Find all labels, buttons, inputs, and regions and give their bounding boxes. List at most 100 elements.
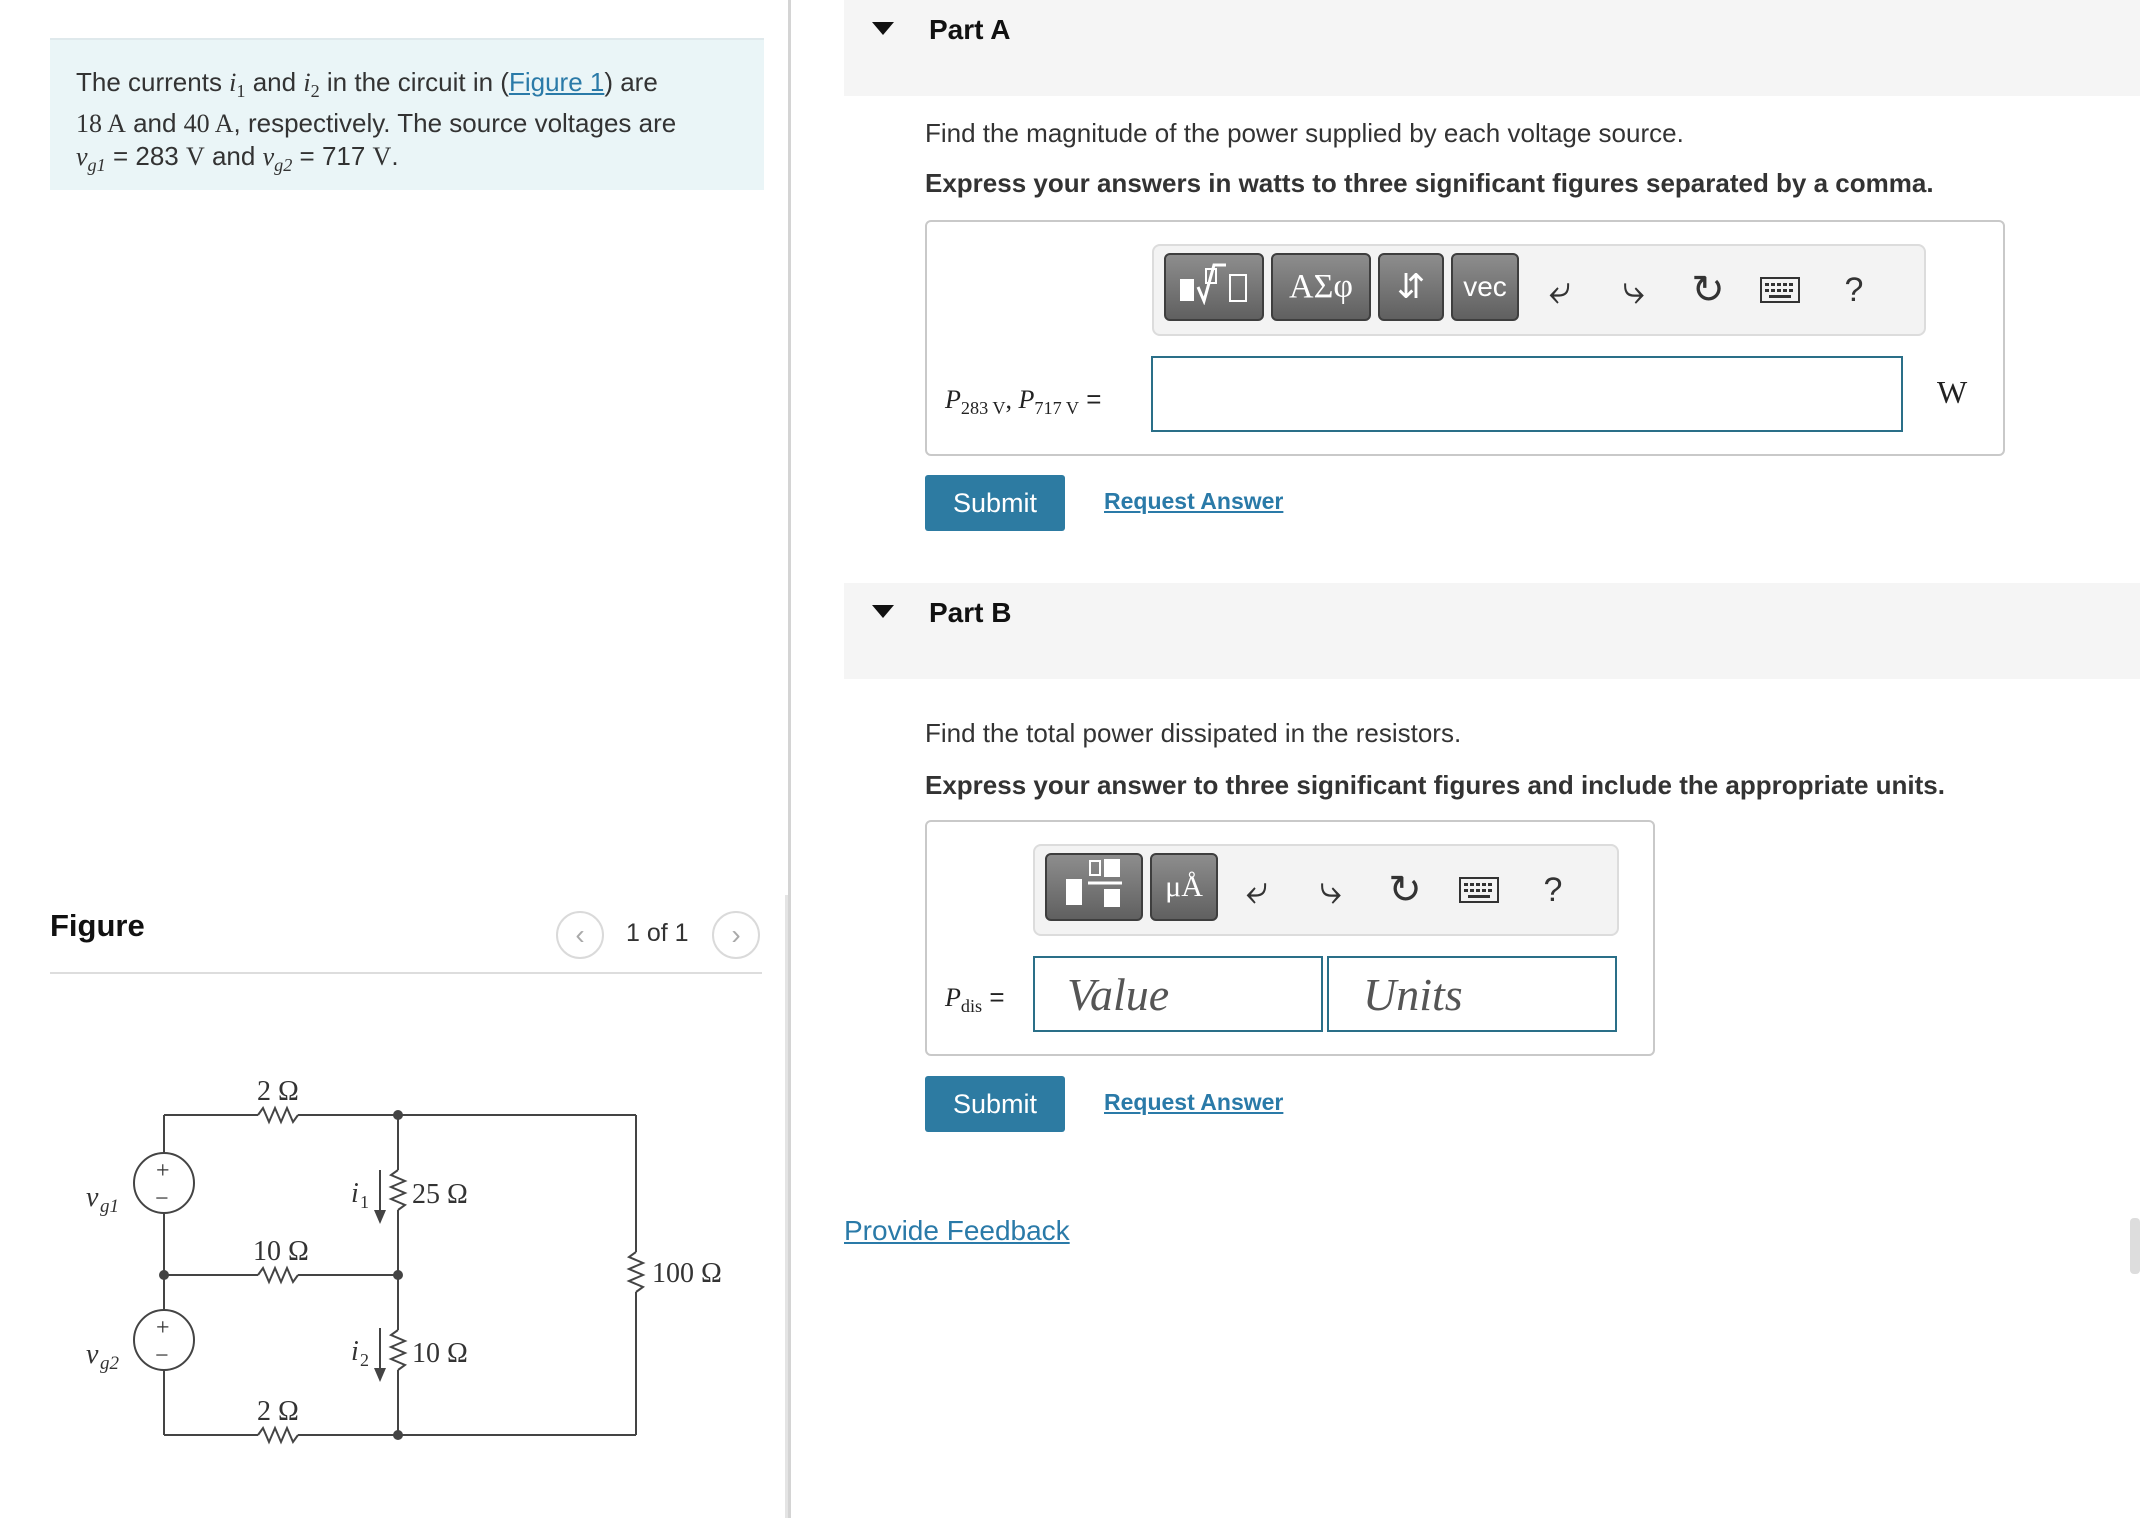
problem-pane: The currents i1 and i2 in the circuit in… — [0, 0, 788, 1518]
voltage-symbol: v — [262, 142, 275, 172]
undo-icon: ⤶ — [1548, 267, 1572, 312]
part-a-submit-button[interactable]: Submit — [925, 475, 1065, 531]
templates-radical-icon — [1174, 261, 1254, 314]
page-scrollbar-thumb[interactable] — [2130, 1218, 2140, 1274]
part-a-answer-label: P283 V, P717 V = — [945, 384, 1101, 419]
part-a-request-answer-link[interactable]: Request Answer — [1104, 488, 1284, 514]
equals-sign: = — [982, 982, 1005, 1012]
caret-down-icon — [872, 605, 894, 618]
current-value: 40 A — [183, 109, 234, 139]
source-label: v — [86, 1339, 99, 1370]
part-b-instruction: Express your answer to three significant… — [925, 770, 1945, 800]
current-label: i — [351, 1336, 359, 1367]
redo-button[interactable]: ⤷ — [1303, 846, 1359, 934]
resistor-label: 10 Ω — [253, 1236, 309, 1267]
units-button[interactable]: μÅ — [1150, 853, 1218, 921]
part-b-answer-label: Pdis = — [945, 982, 1005, 1017]
voltage-symbol: v — [76, 142, 88, 172]
current-label: i — [351, 1178, 359, 1209]
power-symbol: P — [945, 983, 961, 1012]
part-a-math-toolbar: ΑΣφ ⇵ vec ⤶ ⤷ ↻ ? — [1152, 244, 1926, 336]
help-button[interactable]: ? — [1543, 870, 1563, 909]
part-b-value-input[interactable]: Value — [1033, 956, 1323, 1032]
reset-icon: ↻ — [1691, 268, 1725, 312]
keyboard-icon — [1760, 268, 1800, 313]
source-plus: + — [156, 1158, 170, 1184]
power-subscript: 283 V — [960, 398, 1006, 419]
reset-icon: ↻ — [1388, 868, 1422, 912]
part-b-math-toolbar: μÅ ⤶ ⤷ ↻ ? — [1033, 844, 1619, 936]
source-minus: − — [155, 1343, 169, 1369]
part-a-answer-input[interactable] — [1151, 356, 1903, 432]
power-subscript: dis — [960, 996, 983, 1017]
fraction-template-button[interactable] — [1045, 853, 1143, 921]
voltage-value: = 283 — [105, 141, 186, 172]
source-minus: − — [155, 1186, 169, 1212]
source-label: v — [86, 1182, 99, 1213]
chevron-right-icon: › — [731, 919, 741, 950]
current-subscript: 1 — [360, 1192, 369, 1212]
pane-scrollbar[interactable] — [785, 895, 788, 1518]
problem-text: . — [391, 141, 399, 172]
undo-icon: ⤶ — [1245, 867, 1269, 912]
voltage-unit: V — [185, 142, 205, 172]
source-plus: + — [156, 1315, 170, 1341]
part-b-units-input[interactable]: Units — [1327, 956, 1617, 1032]
part-b-answer-box: μÅ ⤶ ⤷ ↻ ? Pdis = Value Units — [925, 820, 1655, 1056]
current-symbol: i — [303, 68, 311, 97]
pane-divider[interactable] — [788, 0, 791, 1518]
part-a-answer-box: ΑΣφ ⇵ vec ⤶ ⤷ ↻ ? P283 V, P717 V = W — [925, 220, 2005, 456]
resistor-label: 100 Ω — [652, 1258, 722, 1289]
source-subscript: g2 — [100, 1353, 120, 1374]
resistor-label: 10 Ω — [412, 1338, 468, 1369]
current-symbol: i — [229, 68, 237, 97]
problem-text: , respectively. The source voltages are — [233, 108, 677, 139]
part-a-instruction: Express your answers in watts to three s… — [925, 168, 1934, 198]
power-subscript: 717 V — [1034, 398, 1080, 419]
figure-heading: Figure — [50, 908, 145, 943]
redo-icon: ⤷ — [1319, 867, 1343, 912]
resistor-label: 25 Ω — [412, 1179, 468, 1210]
figure-link[interactable]: Figure 1 — [508, 67, 605, 97]
power-symbol: P — [945, 385, 961, 414]
help-button[interactable]: ? — [1844, 270, 1864, 309]
previous-figure-button[interactable]: ‹ — [556, 911, 604, 959]
current-subscript: 2 — [360, 1350, 369, 1370]
problem-text: and — [204, 141, 263, 172]
part-a-unit-label: W — [1937, 374, 1968, 410]
part-b-request-answer-link[interactable]: Request Answer — [1104, 1089, 1284, 1115]
reset-button[interactable]: ↻ — [1680, 246, 1736, 334]
problem-text: and — [125, 108, 184, 139]
voltage-unit: V — [372, 142, 392, 172]
label-separator: , — [1005, 385, 1019, 414]
problem-statement: The currents i1 and i2 in the circuit in… — [50, 38, 764, 190]
fraction-template-icon — [1062, 857, 1126, 918]
undo-button[interactable]: ⤶ — [1229, 846, 1285, 934]
current-subscript: 2 — [310, 81, 320, 102]
greek-symbols-button[interactable]: ΑΣφ — [1271, 253, 1371, 321]
part-b-header[interactable]: Part B — [844, 583, 2140, 679]
vector-button[interactable]: vec — [1451, 253, 1519, 321]
current-value: 18 A — [76, 109, 126, 139]
power-symbol: P — [1018, 385, 1035, 414]
redo-button[interactable]: ⤷ — [1606, 246, 1662, 334]
next-figure-button[interactable]: › — [712, 911, 760, 959]
voltage-subscript: g1 — [87, 155, 106, 176]
problem-text: and — [245, 67, 304, 97]
part-a-prompt: Find the magnitude of the power supplied… — [925, 118, 1684, 148]
arrows-button[interactable]: ⇵ — [1378, 253, 1444, 321]
voltage-subscript: g2 — [274, 155, 293, 176]
circuit-diagram: 2 Ω 10 Ω 2 Ω 25 Ω 10 Ω 100 Ω i 1 i 2 v g… — [86, 1076, 722, 1445]
current-subscript: 1 — [236, 81, 246, 102]
provide-feedback-link[interactable]: Provide Feedback — [844, 1215, 1070, 1246]
templates-button[interactable] — [1164, 253, 1264, 321]
reset-button[interactable]: ↻ — [1377, 846, 1433, 934]
keyboard-button[interactable] — [1752, 246, 1808, 334]
problem-text: The currents — [76, 67, 230, 97]
part-a-title: Part A — [929, 14, 1011, 45]
figure-divider — [50, 972, 762, 974]
keyboard-button[interactable] — [1451, 846, 1507, 934]
part-b-submit-button[interactable]: Submit — [925, 1076, 1065, 1132]
undo-button[interactable]: ⤶ — [1532, 246, 1588, 334]
part-a-header[interactable]: Part A — [844, 0, 2140, 96]
